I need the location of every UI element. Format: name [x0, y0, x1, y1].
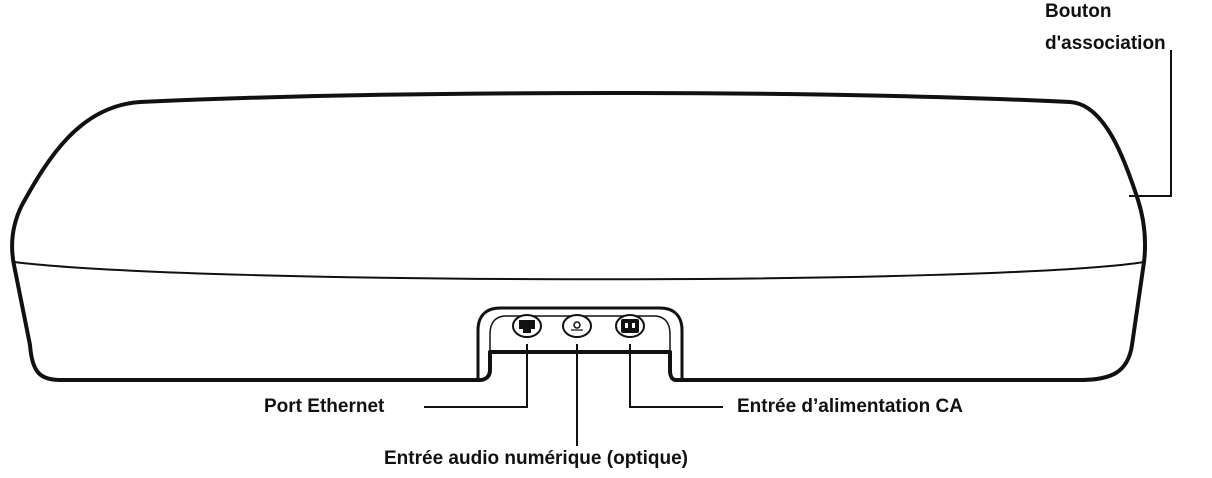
leader-line-ethernet [424, 344, 528, 408]
device-body [10, 91, 1148, 382]
leader-line-pairing [1129, 50, 1172, 197]
ethernet-port-label: Port Ethernet [264, 396, 385, 417]
pairing-button-label-line1: Bouton [1045, 1, 1112, 22]
ac-power-input-icon [615, 314, 645, 338]
ac-power-label: Entrée d’alimentation CA [737, 396, 963, 417]
device-edge-line [13, 261, 1145, 281]
connector-recess [476, 306, 684, 380]
leader-line-power [629, 344, 723, 408]
pairing-button-label-line2: d'association [1045, 33, 1166, 54]
ethernet-port-icon [512, 314, 542, 338]
optical-input-label: Entrée audio numérique (optique) [384, 448, 689, 469]
optical-input-icon [562, 314, 592, 338]
